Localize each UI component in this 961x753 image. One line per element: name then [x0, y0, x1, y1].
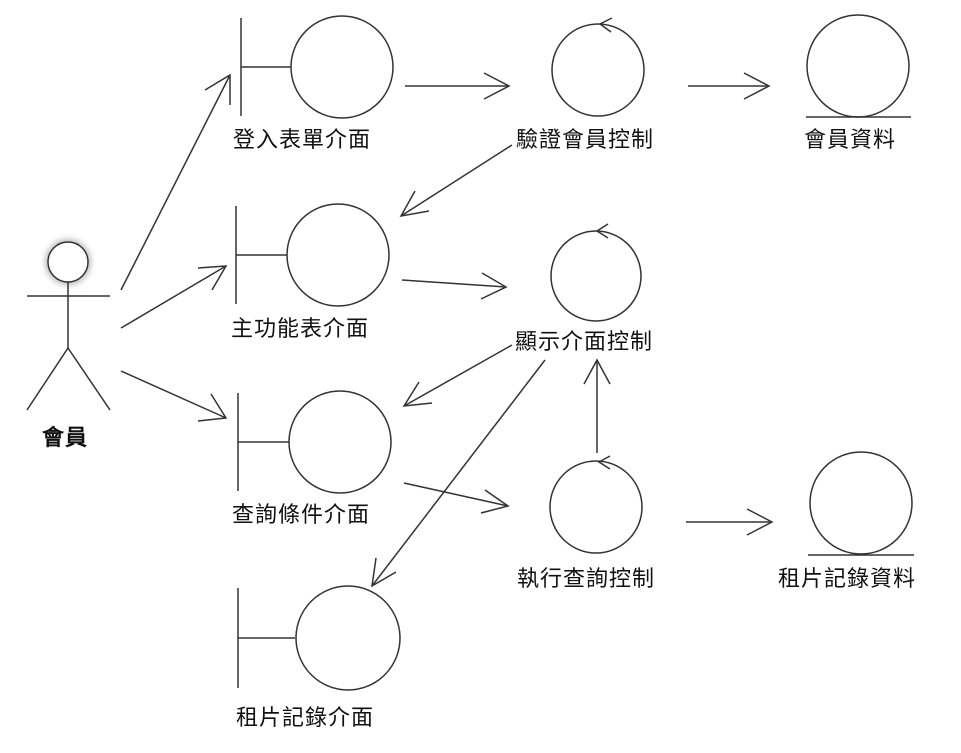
- main-menu-label: 主功能表介面: [231, 317, 370, 342]
- entity-rental-data: [808, 451, 914, 556]
- boundary-rental-record-ui: [237, 585, 401, 691]
- control-verify-member: [551, 17, 645, 117]
- boundary-login-form: [240, 15, 394, 119]
- entity-member-data: [806, 14, 911, 118]
- arrow-query-to-rental-data: [686, 508, 774, 536]
- verify-member-label: 驗證會員控制: [516, 128, 655, 153]
- boundary-main-menu: [235, 203, 390, 307]
- arrow-verify-to-main: [399, 144, 513, 218]
- arrow-display-to-rental-ui: [371, 359, 546, 588]
- boundary-query-form: [237, 390, 392, 494]
- arrow-query-form-to-query: [403, 482, 510, 514]
- actor-label: 會員: [42, 426, 89, 451]
- arrow-actor-to-login: [120, 73, 231, 291]
- arrow-main-to-display: [401, 272, 508, 300]
- arrow-verify-to-member-data: [688, 72, 771, 100]
- arrow-actor-to-main: [120, 265, 228, 329]
- rental-data-label: 租片記錄資料: [778, 567, 917, 592]
- arrow-display-to-query-form: [402, 344, 513, 407]
- display-control-label: 顯示介面控制: [515, 330, 654, 355]
- arrow-actor-to-query: [120, 370, 228, 422]
- query-control-label: 執行查詢控制: [517, 567, 656, 592]
- query-form-label: 查詢條件介面: [232, 503, 371, 528]
- arrow-login-to-verify: [405, 72, 511, 100]
- login-form-label: 登入表單介面: [233, 128, 372, 153]
- actor-member: [26, 239, 111, 411]
- control-display: [550, 223, 642, 322]
- rental-record-ui-label: 租片記錄介面: [236, 706, 375, 731]
- member-data-label: 會員資料: [804, 128, 897, 153]
- control-query: [549, 455, 643, 554]
- arrow-query-to-display: [583, 358, 611, 453]
